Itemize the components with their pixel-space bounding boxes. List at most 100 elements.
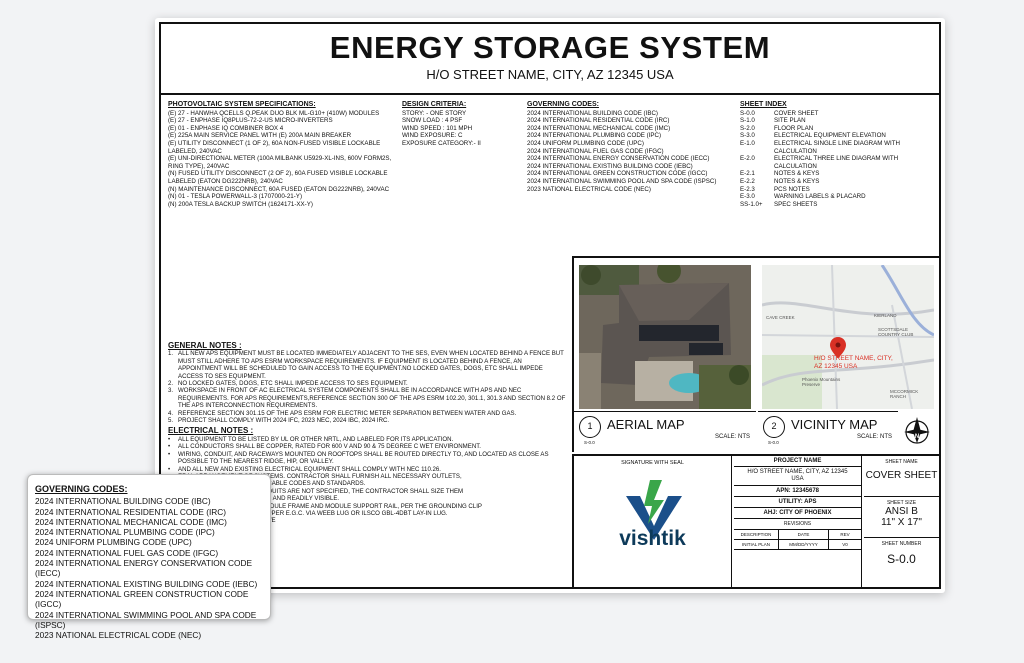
list-item: 2024 INTERNATIONAL RESIDENTIAL CODE (IRC… (35, 506, 227, 517)
sheet-code: S-0.0 (740, 109, 755, 117)
list-item: (N) MAINTENANCE DISCONNECT, 60A FUSED (E… (168, 185, 390, 193)
list-item: (E) 01 - ENPHASE IQ COMBINER BOX 4 (168, 124, 284, 132)
sheet-code: S-2.0 (740, 124, 755, 132)
list-item: (E) 225A MAIN SERVICE PANEL WITH (E) 200… (168, 132, 352, 140)
note-number: 2. (168, 380, 174, 388)
general-note: 4. REFERENCE SECTION 301.15 OF THE APS ES… (168, 410, 566, 417)
list-item: (E) 27 - HANWHA QCELLS Q.PEAK DUO BLK ML… (168, 109, 380, 117)
callout-list: 2024 INTERNATIONAL BUILDING CODE (IBC)20… (35, 496, 263, 640)
note-text: ALL NEW APS EQUIPMENT MUST BE LOCATED IM… (178, 350, 564, 380)
general-notes-heading: GENERAL NOTES : (168, 341, 242, 350)
sheet-size-label: SHEET SIZE (886, 500, 917, 506)
map-place-label: MCCORMICK RANCH (890, 389, 919, 399)
sheet-code: E-2.2 (740, 177, 755, 185)
electrical-notes-heading: ELECTRICAL NOTES : (168, 426, 254, 436)
list-item: 2024 INTERNATIONAL PLUMBING CODE (IPC) (35, 527, 215, 538)
note-text: AND ALL NEW AND EXISTING ELECTRICAL EQUI… (178, 465, 442, 473)
design-criteria-heading: DESIGN CRITERIA: (402, 101, 467, 108)
rev-col-rev: REV (840, 532, 850, 537)
vicinity-map-title: VICINITY MAP (791, 417, 878, 432)
project-address: H/O STREET NAME, CITY, AZ 12345 USA (426, 67, 674, 82)
list-item: WIND EXPOSURE: C (402, 132, 463, 140)
aerial-photo-graphic (579, 265, 751, 409)
vicinity-map-sheet: S-0.0 (768, 440, 779, 445)
note-text: ERAL ARRANGEMENT OF SYSTEMS. CONTRACTOR … (178, 472, 462, 480)
vicinity-map-caption: 2 S-0.0 VICINITY MAP SCALE: NTS (758, 411, 898, 451)
bullet-icon: • (168, 435, 171, 443)
list-item: 2024 INTERNATIONAL GREEN CONSTRUCTION CO… (527, 170, 708, 178)
list-item: 2024 UNIFORM PLUMBING CODE (UPC) (527, 139, 644, 147)
sheet-title: SPEC SHEETS (774, 200, 818, 208)
vicinity-map-number: 2 (763, 416, 785, 438)
list-item: 2023 NATIONAL ELECTRICAL CODE (NEC) (527, 185, 651, 193)
project-name-label: PROJECT NAME (734, 456, 861, 467)
list-item: 2024 INTERNATIONAL FUEL GAS CODE (IFGC) (35, 547, 219, 558)
utility-value: UTILITY: APS (734, 497, 861, 508)
list-item: (E) UNI-DIRECTIONAL METER (100A MILBANK … (168, 155, 392, 170)
sheet-code: S-3.0 (740, 132, 755, 140)
rev-description: INITIAL PLAN (734, 540, 779, 549)
list-item: 2024 INTERNATIONAL SWIMMING POOL AND SPA… (35, 609, 257, 630)
ahj-value: AHJ: CITY OF PHOENIX (734, 508, 861, 519)
general-note: 3.WORKSPACE IN FRONT OF AC ELECTRICAL SY… (168, 387, 566, 409)
electrical-note: •ALL CONDUCTORS SHALL BE COPPER, RATED F… (168, 443, 566, 450)
note-text: CESSORIES TO FULFILL APPLICABLE CODES AN… (178, 480, 366, 488)
list-item: 2024 INTERNATIONAL ENERGY CONSERVATION C… (35, 558, 252, 579)
sheet-size-cell: SHEET SIZE ANSI B 11" X 17" (864, 500, 939, 538)
list-item: 2024 INTERNATIONAL EXISTING BUILDING COD… (527, 162, 693, 170)
list-item: 2024 INTERNATIONAL GREEN CONSTRUCTION CO… (35, 588, 249, 610)
electrical-note: •ALL EQUIPMENT TO BE LISTED BY UL OR OTH… (168, 436, 566, 443)
note-text: D BE INSTALLED BETWEEN MODULE FRAME AND … (178, 502, 482, 510)
sheet-title: SITE PLAN (774, 117, 806, 125)
note-number: 1. (168, 350, 174, 358)
sheet-info-cell: SHEET NAME COVER SHEET SHEET SIZE ANSI B… (864, 456, 939, 587)
general-note: 2. NO LOCKED GATES, DOGS, ETC SHALL IMPED… (168, 380, 566, 387)
sheet-title: NOTES & KEYS (774, 170, 820, 178)
aerial-map-number: 1 (579, 416, 601, 438)
note-text: BONDED TO CONTINUOUS COPPER E.G.C. VIA W… (178, 509, 448, 517)
list-item: 2024 INTERNATIONAL BUILDING CODE (IBC) (527, 109, 658, 117)
general-notes-list: 1. ALL NEW APS EQUIPMENT MUST BE LOCATED … (168, 350, 566, 424)
list-item: (N) FUSED UTILITY DISCONNECT (2 OF 2), 6… (168, 170, 388, 185)
note-text: ALL CONDUCTORS SHALL BE COPPER, RATED FO… (178, 443, 481, 451)
north-arrow-icon: N (904, 417, 930, 444)
vicinity-map-scale: SCALE: NTS (856, 434, 892, 440)
sheet-number-cell: SHEET NUMBER S-0.0 (864, 541, 939, 579)
title-band: ENERGY STORAGE SYSTEM H/O STREET NAME, C… (161, 24, 939, 95)
list-item: 2024 INTERNATIONAL MECHANICAL CODE (IMC) (35, 516, 227, 527)
sheet-border: ENERGY STORAGE SYSTEM H/O STREET NAME, C… (159, 22, 941, 589)
note-number: 5. (168, 417, 174, 425)
drawing-sheet: ENERGY STORAGE SYSTEM H/O STREET NAME, C… (155, 18, 945, 593)
bullet-icon: • (168, 450, 171, 458)
general-note: 5. PROJECT SHALL COMPLY WITH 2024 IFC, 20… (168, 417, 566, 424)
sheet-code: E-1.0 (740, 139, 755, 147)
governing-codes-list: 2024 INTERNATIONAL BUILDING CODE (IBC) 20… (527, 110, 727, 194)
signature-cell: SIGNATURE WITH SEAL vishtik (574, 456, 732, 587)
revision-header-row: DESCRIPTION DATE REV (734, 530, 861, 540)
list-item: 2023 NATIONAL ELECTRICAL CODE (NEC) (35, 630, 202, 641)
note-text: PROJECT SHALL COMPLY WITH 2024 IFC, 2023… (178, 417, 390, 425)
note-number: 4. (168, 409, 174, 417)
sheet-title: FLOOR PLAN (774, 124, 814, 132)
list-item: WIND SPEED : 101 MPH (402, 124, 473, 132)
revisions-label: REVISIONS (734, 519, 861, 530)
governing-codes: GOVERNING CODES: 2024 INTERNATIONAL BUIL… (527, 101, 727, 193)
map-place-label: Phoenix Mountains Preserve (802, 377, 841, 387)
note-text: REFERENCE SECTION 301.15 OF THE APS ESRM… (178, 409, 517, 417)
sheet-title: PCS NOTES (774, 185, 810, 193)
aerial-map-image[interactable] (579, 265, 751, 409)
vicinity-pin-label: H/O STREET NAME, CITY, AZ 12345 USA (814, 355, 893, 370)
signature-label: SIGNATURE WITH SEAL (621, 460, 684, 466)
sheet-title: ELECTRICAL THREE LINE DIAGRAM WITH CALCU… (774, 155, 899, 170)
rev-col-date: DATE (779, 530, 829, 539)
vicinity-map-graphic (762, 265, 934, 409)
note-text: BOXES, RACEWAYS, AND CONDUITS ARE NOT SP… (178, 487, 464, 495)
aerial-map-sheet: S-0.0 (584, 440, 595, 445)
note-text: NO LOCKED GATES, DOGS, ETC SHALL IMPEDE … (178, 380, 408, 388)
